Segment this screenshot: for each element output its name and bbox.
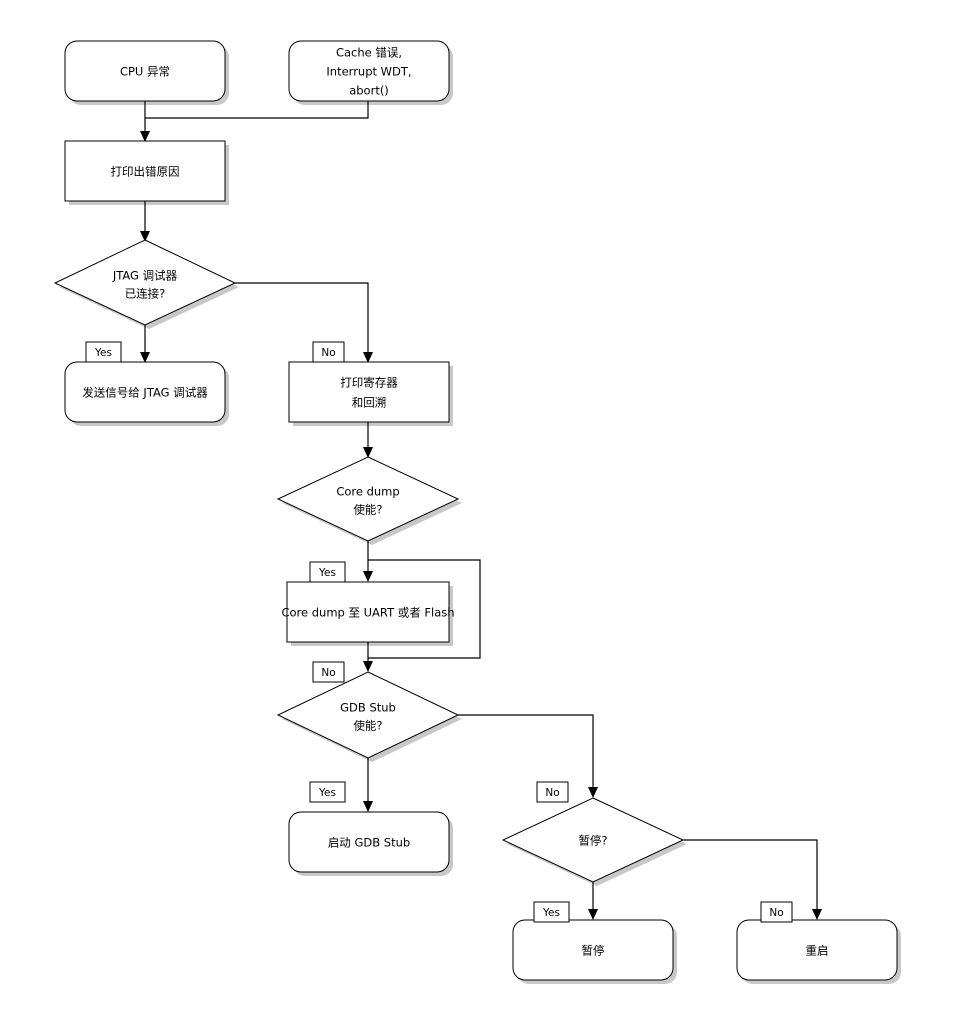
- node-send-signal-jtag[interactable]: 发送信号给 JTAG 调试器: [64, 361, 226, 423]
- coredump-no-label-text: No: [321, 667, 335, 679]
- edge-label-gdbstub-no: No: [536, 781, 569, 803]
- gdbstub-enabled-shape[interactable]: [276, 671, 460, 759]
- coredump-to-uart-flash-shape[interactable]: [286, 581, 450, 643]
- halt-question-label: 暂停?: [578, 834, 607, 848]
- halt-question-shape[interactable]: [501, 797, 685, 883]
- edge-label-jtag-yes: Yes: [85, 341, 122, 363]
- gdbstub-no-label-text: No: [545, 787, 559, 799]
- print-registers-label-line2: 和回溯: [352, 396, 387, 410]
- edge-coredump-no-bypass: [368, 559, 481, 659]
- print-reason-shape[interactable]: [64, 140, 226, 202]
- edge-label-gdbstub-yes: Yes: [309, 781, 346, 803]
- arrowhead-start-gdbstub: [363, 801, 373, 812]
- node-cpu-exception[interactable]: CPU 异常: [64, 40, 226, 102]
- node-gdbstub-enabled[interactable]: GDB Stub 使能?: [276, 671, 460, 759]
- halt-shape[interactable]: [512, 919, 674, 981]
- node-coredump-enabled[interactable]: Core dump 使能?: [276, 456, 460, 542]
- edge-cache-to-print-reason: [145, 101, 369, 119]
- halt-no-label-box: [760, 901, 793, 923]
- edge-label-jtag-no: No: [312, 341, 345, 363]
- coredump-enabled-shape[interactable]: [276, 456, 460, 542]
- arrowhead-reboot-box: [812, 909, 822, 920]
- gdbstub-yes-label-box: [309, 781, 346, 803]
- cpu-exception-label: CPU 异常: [120, 65, 170, 79]
- edge-label-coredump-no: No: [312, 661, 345, 683]
- gdbstub-yes-label-text: Yes: [318, 787, 336, 799]
- jtag-connected-label-line1: JTAG 调试器: [112, 269, 178, 283]
- edge-label-coredump-yes: Yes: [309, 561, 346, 583]
- jtag-no-label-box: [312, 341, 345, 363]
- print-reason-label: 打印出错原因: [111, 165, 180, 179]
- send-signal-jtag-label: 发送信号给 JTAG 调试器: [82, 386, 208, 400]
- edge-gdbstub-no: [458, 714, 594, 796]
- arrowhead-halt-box: [588, 909, 598, 920]
- coredump-no-label-box: [312, 661, 345, 683]
- node-halt[interactable]: 暂停: [512, 919, 674, 981]
- cache-error-label-line2: Interrupt WDT,: [326, 65, 411, 79]
- start-gdbstub-shape[interactable]: [288, 811, 450, 873]
- halt-no-label-text: No: [769, 907, 783, 919]
- node-start-gdbstub[interactable]: 启动 GDB Stub: [288, 811, 450, 873]
- arrowhead-jtag-diamond: [140, 231, 150, 242]
- cpu-exception-shape[interactable]: [64, 40, 226, 102]
- jtag-connected-label-line2: 已连接?: [125, 287, 166, 301]
- node-cache-error[interactable]: Cache 错误, Interrupt WDT, abort(): [288, 40, 450, 102]
- node-halt-question[interactable]: 暂停?: [501, 797, 685, 883]
- coredump-enabled-label-line2: 使能?: [353, 503, 382, 517]
- gdbstub-enabled-label-line1: GDB Stub: [340, 701, 396, 715]
- edge-label-halt-no: No: [760, 901, 793, 923]
- coredump-enabled-label-line1: Core dump: [336, 485, 399, 499]
- halt-yes-label-box: [533, 901, 570, 923]
- edge-jtag-no: [235, 282, 369, 361]
- coredump-yes-label-box: [309, 561, 346, 583]
- coredump-yes-label-text: Yes: [318, 567, 336, 579]
- cache-error-label-line1: Cache 错误,: [336, 46, 402, 60]
- cache-error-label-line3: abort(): [349, 84, 389, 98]
- arrowhead-print-reason: [140, 131, 150, 142]
- gdbstub-enabled-label-line2: 使能?: [353, 719, 382, 733]
- halt-yes-label-text: Yes: [542, 907, 560, 919]
- edge-label-halt-yes: Yes: [533, 901, 570, 923]
- edge-halt-no: [683, 839, 818, 918]
- arrowhead-send-signal-jtag: [140, 352, 150, 363]
- send-signal-jtag-shape[interactable]: [64, 361, 226, 423]
- jtag-yes-label-box: [85, 341, 122, 363]
- halt-label: 暂停: [582, 944, 605, 958]
- flow-edges: [140, 101, 822, 920]
- arrowhead-gdbstub-diamond: [363, 661, 373, 672]
- node-print-registers[interactable]: 打印寄存器 和回溯: [288, 361, 450, 423]
- arrowhead-halt-question: [588, 787, 598, 798]
- cache-error-shape[interactable]: [288, 40, 450, 102]
- reboot-label: 重启: [806, 944, 829, 958]
- print-registers-shape[interactable]: [288, 361, 450, 423]
- node-jtag-connected[interactable]: JTAG 调试器 已连接?: [53, 239, 237, 326]
- arrowhead-print-registers: [363, 352, 373, 363]
- coredump-to-uart-flash-label: Core dump 至 UART 或者 Flash: [281, 606, 454, 620]
- arrowhead-coredump-diamond: [363, 447, 373, 458]
- node-print-reason[interactable]: 打印出错原因: [64, 140, 226, 202]
- gdbstub-no-label-box: [536, 781, 569, 803]
- arrowhead-coredump-box: [363, 571, 373, 582]
- node-reboot[interactable]: 重启: [736, 919, 898, 981]
- reboot-shape[interactable]: [736, 919, 898, 981]
- jtag-connected-shape[interactable]: [53, 239, 237, 326]
- print-registers-label-line1: 打印寄存器: [340, 376, 398, 390]
- jtag-no-label-text: No: [321, 347, 335, 359]
- start-gdbstub-label: 启动 GDB Stub: [328, 836, 410, 850]
- node-coredump-to-uart-flash[interactable]: Core dump 至 UART 或者 Flash: [281, 581, 455, 643]
- jtag-yes-label-text: Yes: [94, 347, 112, 359]
